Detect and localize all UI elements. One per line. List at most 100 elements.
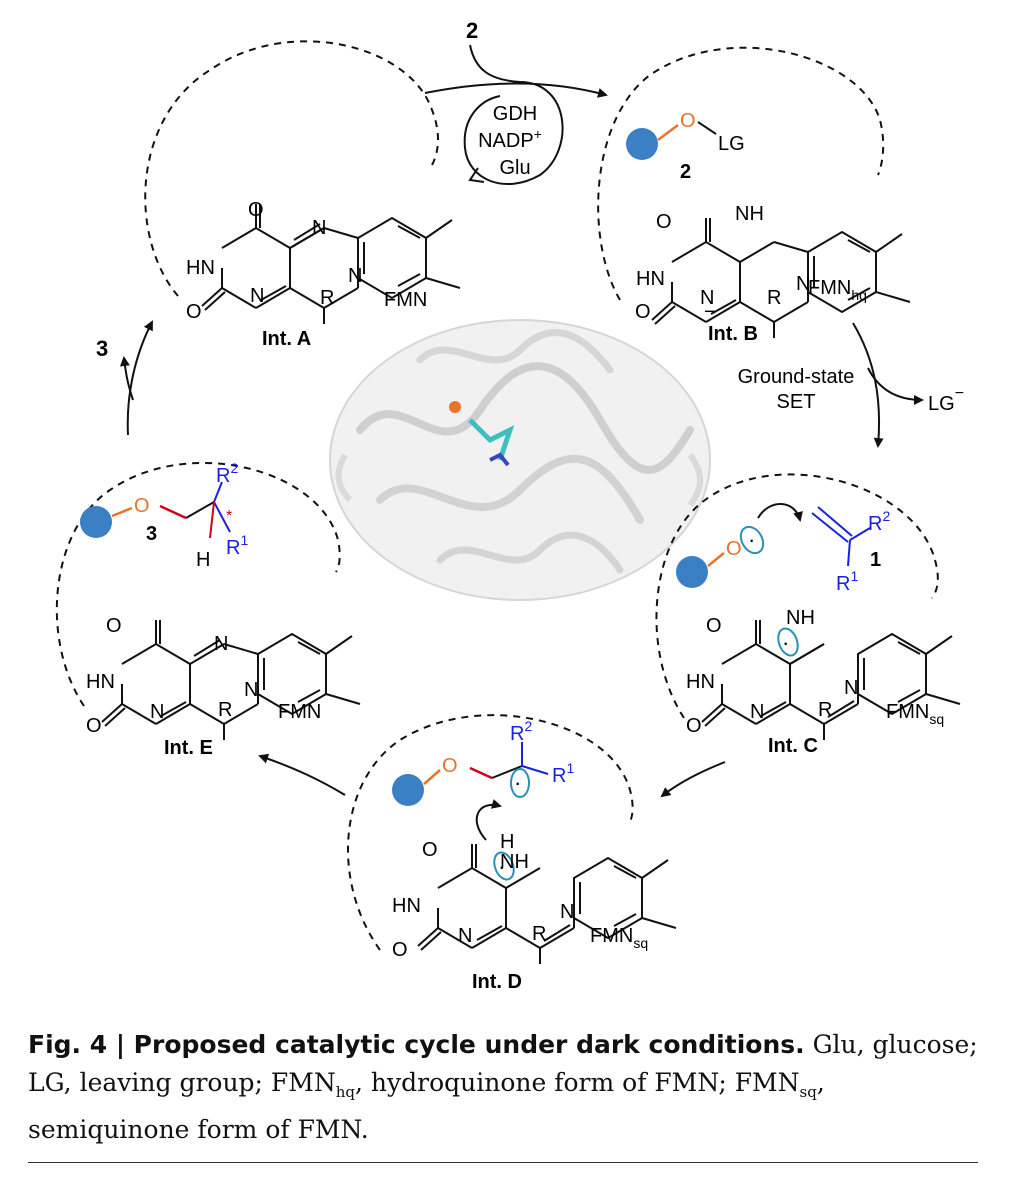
- caption-part1: Glu, glucose; LG, leaving group; FMN: [28, 1030, 978, 1097]
- svg-text:N: N: [700, 287, 714, 309]
- caption-part2: , hydroquinone form of FMN; FMN: [355, 1068, 800, 1097]
- arrow-c-to-d: [660, 761, 726, 798]
- int-d-substrate-labels: O R2 R1 ·: [442, 718, 574, 795]
- svg-text:O: O: [248, 199, 264, 221]
- arrow-e-to-a: [126, 320, 153, 436]
- svg-text:1: 1: [870, 549, 881, 571]
- pocket-arcs: [55, 40, 939, 951]
- svg-text:O: O: [680, 110, 696, 132]
- lg-leaving-label: LG−: [928, 385, 964, 415]
- pocket-arc-b: [597, 46, 885, 301]
- svg-text:O: O: [706, 615, 722, 637]
- svg-text:NH: NH: [500, 851, 529, 873]
- svg-text:N: N: [244, 679, 258, 701]
- catalytic-cycle-diagram: GDH NADP+ Glu 2 3 Ground-state SET LG− O…: [55, 18, 964, 993]
- int-c-substrate-radical: [676, 503, 803, 588]
- svg-text:N: N: [458, 925, 472, 947]
- svg-text:O: O: [186, 301, 202, 323]
- int-e-name: Int. E: [164, 737, 213, 759]
- svg-text:R1: R1: [836, 568, 858, 595]
- int-e-labels: O N HN N O N R FMN Int. E: [86, 615, 321, 759]
- int-e-structure: [101, 619, 361, 741]
- svg-text:O: O: [686, 715, 702, 737]
- arrow-input-2: [469, 44, 521, 83]
- svg-text:HN: HN: [86, 671, 115, 693]
- glu-label: Glu: [499, 157, 530, 179]
- svg-text:*: *: [226, 508, 232, 525]
- svg-text:N: N: [796, 273, 810, 295]
- svg-text:N: N: [348, 265, 362, 287]
- product-3-out-label: 3: [96, 336, 108, 361]
- caption-sub-sq: sq: [799, 1083, 817, 1101]
- bottom-rule: [28, 1162, 978, 1163]
- int-a-name: Int. A: [262, 328, 311, 350]
- int-e-product: [80, 481, 231, 539]
- arrow-d-to-e: [258, 753, 346, 796]
- svg-text:·: ·: [498, 854, 505, 879]
- set-label-1: Ground-state: [738, 366, 855, 388]
- int-e-product-labels: O R2 R1 H * 3: [134, 460, 248, 571]
- nadp-recycle-loop: [463, 81, 564, 185]
- svg-text:R2: R2: [868, 508, 890, 535]
- arrow-b-to-c: [852, 322, 884, 448]
- pocket-arc-d: [347, 714, 634, 951]
- svg-text:3: 3: [146, 523, 157, 545]
- svg-text:H: H: [500, 831, 514, 853]
- svg-text:N: N: [150, 701, 164, 723]
- svg-text:R2: R2: [216, 460, 238, 487]
- svg-text:NH: NH: [735, 203, 764, 225]
- int-b-form: FMNhq: [808, 277, 867, 303]
- svg-text:N: N: [312, 217, 326, 239]
- svg-text:O: O: [134, 495, 150, 517]
- svg-text:HN: HN: [186, 257, 215, 279]
- svg-text:O: O: [86, 715, 102, 737]
- svg-text:O: O: [106, 615, 122, 637]
- input-2-label: 2: [466, 18, 478, 43]
- int-d-labels: O H NH HN N O N R · FMNsq Int. D: [392, 831, 648, 993]
- svg-text:N: N: [844, 677, 858, 699]
- svg-text:HN: HN: [392, 895, 421, 917]
- int-a-labels: O N HN N O N R FMN Int. A: [186, 199, 427, 350]
- pocket-arc-a: [144, 40, 439, 297]
- svg-text:·: ·: [782, 630, 789, 655]
- svg-text:O: O: [392, 939, 408, 961]
- svg-text:R: R: [818, 699, 832, 721]
- caption-lead: Fig. 4 | Proposed catalytic cycle under …: [28, 1030, 805, 1059]
- svg-text:2: 2: [680, 161, 691, 183]
- int-a-form: FMN: [384, 289, 427, 311]
- svg-text:HN: HN: [636, 268, 665, 290]
- int-b-labels: O NH HN N − O N R FMNhq Int. B: [635, 203, 867, 345]
- svg-text:N: N: [560, 901, 574, 923]
- svg-text:O: O: [442, 755, 458, 777]
- caption-part3: , semiquinone form of FMN.: [28, 1068, 825, 1144]
- svg-text:O: O: [656, 211, 672, 233]
- svg-text:R: R: [532, 923, 546, 945]
- svg-text:O: O: [635, 301, 651, 323]
- int-b-name: Int. B: [708, 323, 758, 345]
- svg-text:N: N: [214, 633, 228, 655]
- svg-text:R2: R2: [510, 718, 532, 745]
- svg-text:·: ·: [748, 527, 755, 552]
- int-c-labels: O NH HN N O N R · FMNsq Int. C: [686, 607, 944, 757]
- pocket-arc-c: [655, 473, 939, 719]
- cofactor-recycling-label: GDH NADP+ Glu: [478, 103, 542, 179]
- svg-text:O: O: [422, 839, 438, 861]
- int-b-substrate-labels: O LG 2: [680, 110, 745, 183]
- pocket-arc-e: [55, 461, 341, 707]
- nadp-label: NADP+: [478, 126, 542, 152]
- int-d-form: FMNsq: [590, 925, 648, 951]
- svg-text:N: N: [250, 285, 264, 307]
- svg-text:R: R: [320, 287, 334, 309]
- alkene-1: [811, 506, 871, 567]
- int-c-substrate-labels: O · R2 R1 1: [726, 508, 890, 595]
- int-a-structure: [201, 203, 461, 325]
- svg-text:N: N: [750, 701, 764, 723]
- gdh-label: GDH: [493, 103, 537, 125]
- int-c-form: FMNsq: [886, 701, 944, 727]
- figure-caption: Fig. 4 | Proposed catalytic cycle under …: [28, 1026, 988, 1149]
- svg-text:R: R: [218, 699, 232, 721]
- svg-text:O: O: [726, 538, 742, 560]
- nadp-loop-arrowhead: [468, 167, 485, 183]
- svg-text:HN: HN: [686, 671, 715, 693]
- int-c-name: Int. C: [768, 735, 818, 757]
